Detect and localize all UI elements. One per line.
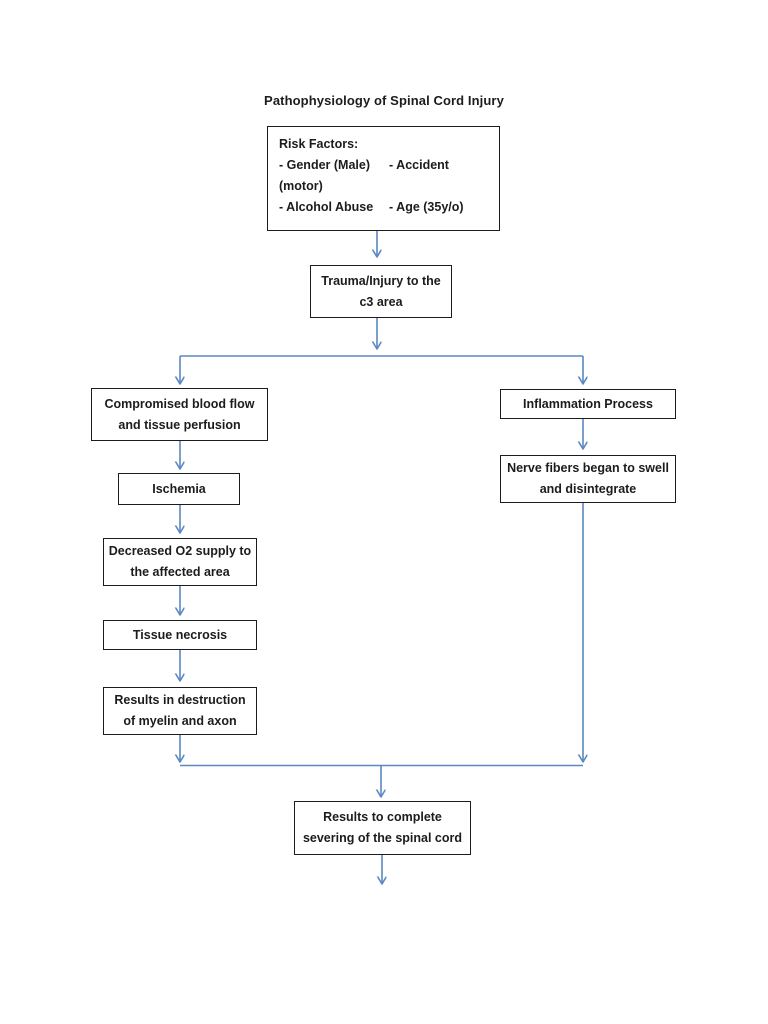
- risk-row-text: Risk Factors:: [279, 137, 359, 151]
- node-text: and disintegrate: [539, 482, 637, 496]
- risk-row-text: - Age (35y/o): [389, 200, 464, 214]
- risk-row: (motor): [279, 176, 499, 197]
- node-decreased-o2-supply: Decreased O2 supply to the affected area: [103, 538, 257, 586]
- node-text: Compromised blood flow: [104, 396, 255, 411]
- node-text: c3 area: [359, 294, 403, 309]
- node-text: Results in destruction: [114, 693, 246, 707]
- node-trauma-injury: Trauma/Injury to the c3 area: [310, 265, 452, 318]
- node-text: Inflammation Process: [523, 396, 653, 411]
- node-nerve-fibers-swell: Nerve fibers began to swell and disinteg…: [500, 455, 676, 503]
- node-text: Results to complete: [323, 810, 442, 824]
- risk-row: - Alcohol Abuse - Age (35y/o): [279, 197, 499, 218]
- node-text: Nerve fibers began to swell: [507, 461, 669, 475]
- node-tissue-necrosis: Tissue necrosis: [103, 620, 257, 650]
- node-ischemia: Ischemia: [118, 473, 240, 505]
- node-inflammation-process: Inflammation Process: [500, 389, 676, 419]
- node-text: Trauma/Injury to the: [321, 273, 441, 288]
- node-myelin-axon-destruction: Results in destruction of myelin and axo…: [103, 687, 257, 735]
- risk-row: - Gender (Male) - Accident: [279, 155, 499, 176]
- page-title: Pathophysiology of Spinal Cord Injury: [264, 93, 504, 108]
- node-compromised-blood-flow: Compromised blood flow and tissue perfus…: [91, 388, 268, 441]
- node-text: the affected area: [130, 565, 230, 579]
- node-text: Ischemia: [152, 481, 206, 496]
- risk-factors-box: Risk Factors: - Gender (Male) - Accident…: [267, 126, 500, 231]
- node-text: and tissue perfusion: [118, 417, 241, 432]
- node-text: severing of the spinal cord: [302, 831, 463, 845]
- node-text: Tissue necrosis: [132, 627, 228, 642]
- risk-row-text: (motor): [279, 179, 323, 193]
- node-spinal-cord-severing: Results to complete severing of the spin…: [294, 801, 471, 855]
- risk-row: Risk Factors:: [279, 134, 499, 155]
- risk-row-text: - Gender (Male): [279, 158, 370, 172]
- risk-row-text: - Accident: [389, 158, 449, 172]
- node-text: Decreased O2 supply to: [108, 544, 252, 558]
- node-text: of myelin and axon: [123, 714, 237, 728]
- risk-row-text: - Alcohol Abuse: [279, 200, 374, 214]
